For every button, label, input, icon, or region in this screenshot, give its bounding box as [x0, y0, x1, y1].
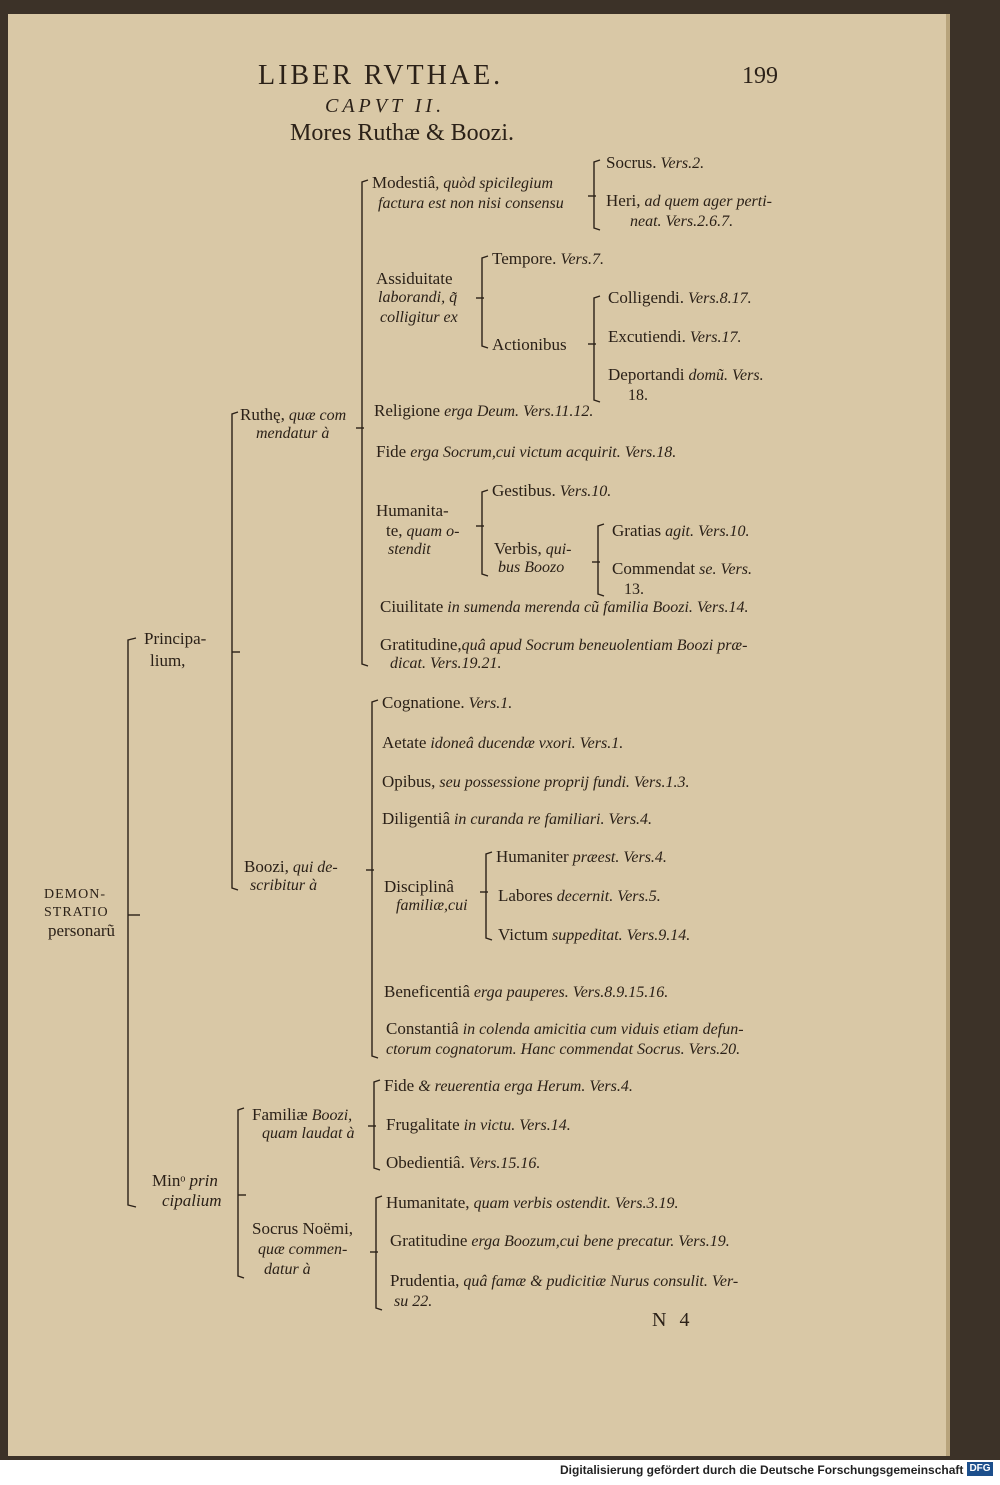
- dfg-logo: DFG: [967, 1462, 993, 1476]
- principal-line1: Principa-: [144, 629, 207, 648]
- frugalitate: Frugalitate in victu. Vers.14.: [386, 1115, 571, 1134]
- signature-mark: N 4: [652, 1309, 694, 1331]
- victum: Victum suppeditat. Vers.9.14.: [498, 925, 691, 944]
- bracket-principal: [231, 411, 239, 891]
- bracket-ruth: [361, 179, 369, 667]
- commendat-line1: Commendat se. Vers.: [612, 559, 752, 578]
- verbis-line1: Verbis, qui-: [494, 539, 572, 558]
- verbis-line2: bus Boozo: [498, 559, 565, 576]
- gratitudine-socrus: Gratitudine erga Boozum,cui bene precatu…: [390, 1231, 730, 1250]
- minus-line1: Minᵒ prin: [152, 1171, 218, 1190]
- booz-line1: Boozi, qui de-: [244, 857, 338, 876]
- assiduitate-line1: Assiduitate: [376, 269, 453, 288]
- prudentia-line2: su 22.: [394, 1293, 433, 1310]
- familiae-line1: Familiæ Boozi,: [252, 1105, 353, 1124]
- bracket-humanitate: [481, 489, 489, 577]
- page-title: Mores Ruthæ & Boozi.: [290, 120, 515, 146]
- bracket-booz: [371, 699, 379, 1059]
- deportandi-line2: 18.: [628, 387, 648, 404]
- fide-familiae: Fide & reuerentia erga Herum. Vers.4.: [384, 1076, 633, 1095]
- beneficentia: Beneficentiâ erga pauperes. Vers.8.9.15.…: [384, 982, 669, 1001]
- disciplina-line1: Disciplinâ: [384, 877, 454, 896]
- socrus-line3: datur à: [264, 1261, 311, 1278]
- bracket-actionibus: [593, 295, 601, 403]
- opibus: Opibus, seu possessione proprij fundi. V…: [382, 772, 690, 791]
- actionibus: Actionibus: [492, 335, 567, 354]
- gratitudine-ruth-line2: dicat. Vers.19.21.: [390, 655, 502, 672]
- bracket-familiae: [373, 1079, 381, 1171]
- root-line2: STRATIO: [44, 905, 109, 920]
- gestibus: Gestibus. Vers.10.: [492, 481, 612, 500]
- socrus-vers: Socrus. Vers.2.: [606, 153, 705, 172]
- aetate: Aetate idoneâ ducendæ vxori. Vers.1.: [382, 733, 624, 752]
- excutiendi: Excutiendi. Vers.17.: [608, 327, 742, 346]
- root-line1: DEMON-: [44, 887, 106, 902]
- constantia-line2: ctorum cognatorum. Hanc commendat Socrus…: [386, 1041, 741, 1058]
- humanitate-socrus: Humanitate, quam verbis ostendit. Vers.3…: [386, 1193, 679, 1212]
- minus-line2: cipalium: [162, 1191, 222, 1210]
- colligendi: Colligendi. Vers.8.17.: [608, 288, 752, 307]
- modestia-line2: factura est non nisi consensu: [378, 195, 564, 212]
- bracket-socrus: [375, 1195, 383, 1311]
- fide-ruth: Fide erga Socrum,cui victum acquirit. Ve…: [376, 442, 677, 461]
- bracket-assiduitate: [481, 255, 489, 349]
- chapter-heading: CAPVT II.: [325, 95, 446, 117]
- bracket-root: [127, 637, 137, 1208]
- constantia-line1: Constantiâ in colenda amicitia cum vidui…: [386, 1019, 744, 1038]
- booz-line2: scribitur à: [250, 877, 318, 894]
- religione: Religione erga Deum. Vers.11.12.: [374, 401, 594, 420]
- modestia-line1: Modestiâ, quòd spicilegium: [372, 173, 554, 192]
- heri-line1: Heri, ad quem ager perti-: [606, 191, 772, 210]
- familiae-line2: quam laudat à: [262, 1125, 355, 1142]
- ciuilitate: Ciuilitate in sumenda merenda cũ familia…: [380, 597, 749, 616]
- book-page: [8, 14, 946, 1456]
- bracket-minus: [237, 1107, 245, 1279]
- tempore: Tempore. Vers.7.: [492, 249, 604, 268]
- assiduitate-line2: laborandi, q̃: [378, 289, 458, 306]
- gratitudine-ruth-line1: Gratitudine,quâ apud Socrum beneuolentia…: [380, 635, 748, 654]
- humanitate-line3: stendit: [388, 541, 431, 558]
- ruth-line1: Ruthę, quæ com: [240, 405, 347, 424]
- socrus-line2: quæ commen-: [258, 1241, 348, 1258]
- prudentia-line1: Prudentia, quâ famæ & pudicitiæ Nurus co…: [390, 1271, 739, 1290]
- cognatione: Cognatione. Vers.1.: [382, 693, 513, 712]
- assiduitate-line3: colligitur ex: [380, 309, 458, 326]
- humanitate-line1: Humanita-: [376, 501, 449, 520]
- bracket-disciplina: [485, 851, 493, 941]
- labores: Labores decernit. Vers.5.: [498, 886, 661, 905]
- footer-credit: Digitalisierung gefördert durch die Deut…: [560, 1463, 971, 1477]
- obedientia: Obedientiâ. Vers.15.16.: [386, 1153, 541, 1172]
- deportandi-line1: Deportandi domũ. Vers.: [608, 365, 764, 384]
- socrus-line1: Socrus Noëmi,: [252, 1219, 354, 1238]
- running-head: LIBER RVTHAE.: [258, 60, 504, 91]
- principal-line2: lium,: [150, 651, 186, 670]
- page-number: 199: [742, 63, 778, 89]
- ruth-line2: mendatur à: [256, 425, 330, 442]
- diligentia: Diligentiâ in curanda re familiari. Vers…: [382, 809, 653, 828]
- bracket-modestia: [593, 159, 601, 231]
- gratias: Gratias agit. Vers.10.: [612, 521, 750, 540]
- root-line3: personarũ: [48, 921, 116, 940]
- humaniter: Humaniter præest. Vers.4.: [496, 847, 667, 866]
- page-edge: [946, 14, 950, 1456]
- humanitate-line2: te, quam o-: [386, 521, 460, 540]
- disciplina-line2: familiæ,cui: [396, 897, 468, 914]
- commendat-line2: 13.: [624, 581, 644, 598]
- bracket-verbis: [597, 523, 605, 597]
- heri-line2: neat. Vers.2.6.7.: [630, 213, 734, 230]
